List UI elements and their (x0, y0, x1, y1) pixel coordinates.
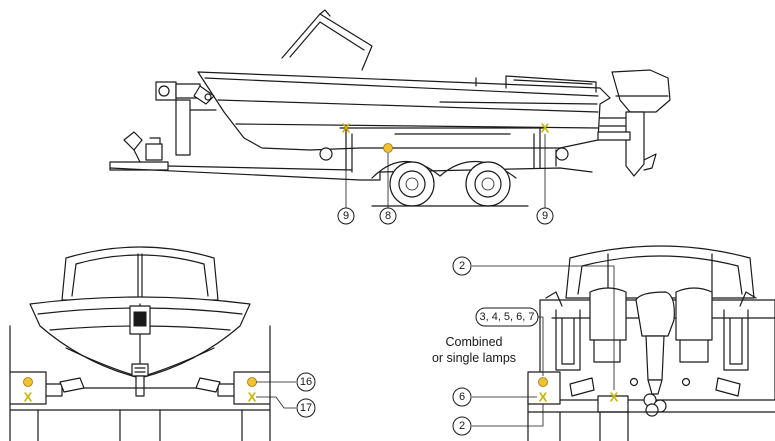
svg-text:8: 8 (385, 210, 391, 222)
side-marker-right: X (541, 121, 550, 136)
side-hull (197, 71, 611, 151)
callout-rear-group: 3, 4, 5, 6, 7 (475, 307, 539, 327)
side-winch-post (155, 81, 217, 156)
callout-side-left-9: 9 (337, 207, 355, 225)
front-view: X X 16 17 (9, 246, 316, 441)
front-marker-left: X (24, 390, 33, 405)
rear-view: X X 2 3, 4, 5, 6, 7 6 2 Combined or sing… (432, 245, 775, 441)
svg-text:2: 2 (459, 260, 465, 272)
callout-rear-2-bottom: 2 (452, 416, 472, 436)
callout-front-16: 16 (296, 372, 316, 392)
front-marker-right: X (248, 390, 257, 405)
front-leader-lines (256, 381, 296, 409)
svg-text:17: 17 (300, 402, 312, 414)
svg-text:6: 6 (459, 391, 465, 403)
side-leader-lines (345, 134, 546, 208)
side-wheels (371, 160, 529, 207)
side-coupler (109, 131, 169, 171)
callout-rear-6: 6 (452, 387, 472, 407)
side-windscreen (281, 9, 373, 71)
svg-text:16: 16 (300, 376, 312, 388)
combined-lamps-label-line1: Combined (446, 335, 503, 349)
rear-windscreen (565, 245, 755, 299)
callout-side-8: 8 (379, 207, 397, 225)
svg-text:9: 9 (343, 210, 349, 222)
front-windscreen (61, 246, 219, 301)
side-lamp-amber (383, 143, 393, 153)
front-lamp-left (23, 377, 33, 387)
side-view: X X 9 8 9 (109, 9, 671, 225)
svg-text:3, 4, 5, 6, 7: 3, 4, 5, 6, 7 (479, 311, 534, 323)
rear-seat-left (589, 287, 627, 341)
side-outboard-motor (597, 69, 671, 177)
rear-trailer-frame (527, 371, 775, 441)
callout-rear-2-top: 2 (452, 256, 472, 276)
front-lamp-right (247, 377, 257, 387)
rear-leader-lines (472, 265, 615, 427)
combined-lamps-label-line2: or single lamps (432, 351, 516, 365)
rear-marker-side: X (539, 390, 548, 405)
rear-seat-right (675, 287, 713, 341)
front-trailer-frame (9, 325, 271, 441)
rear-outboard-motor (635, 291, 675, 417)
front-winch (129, 305, 151, 397)
callout-front-17: 17 (296, 398, 316, 418)
rear-lamp-amber (538, 377, 548, 387)
svg-text:2: 2 (459, 420, 465, 432)
side-trailer-frame (109, 127, 593, 181)
side-marker-left: X (342, 121, 351, 136)
callout-side-right-9: 9 (536, 207, 554, 225)
rear-marker-center: X (610, 390, 619, 405)
svg-text:9: 9 (542, 210, 548, 222)
